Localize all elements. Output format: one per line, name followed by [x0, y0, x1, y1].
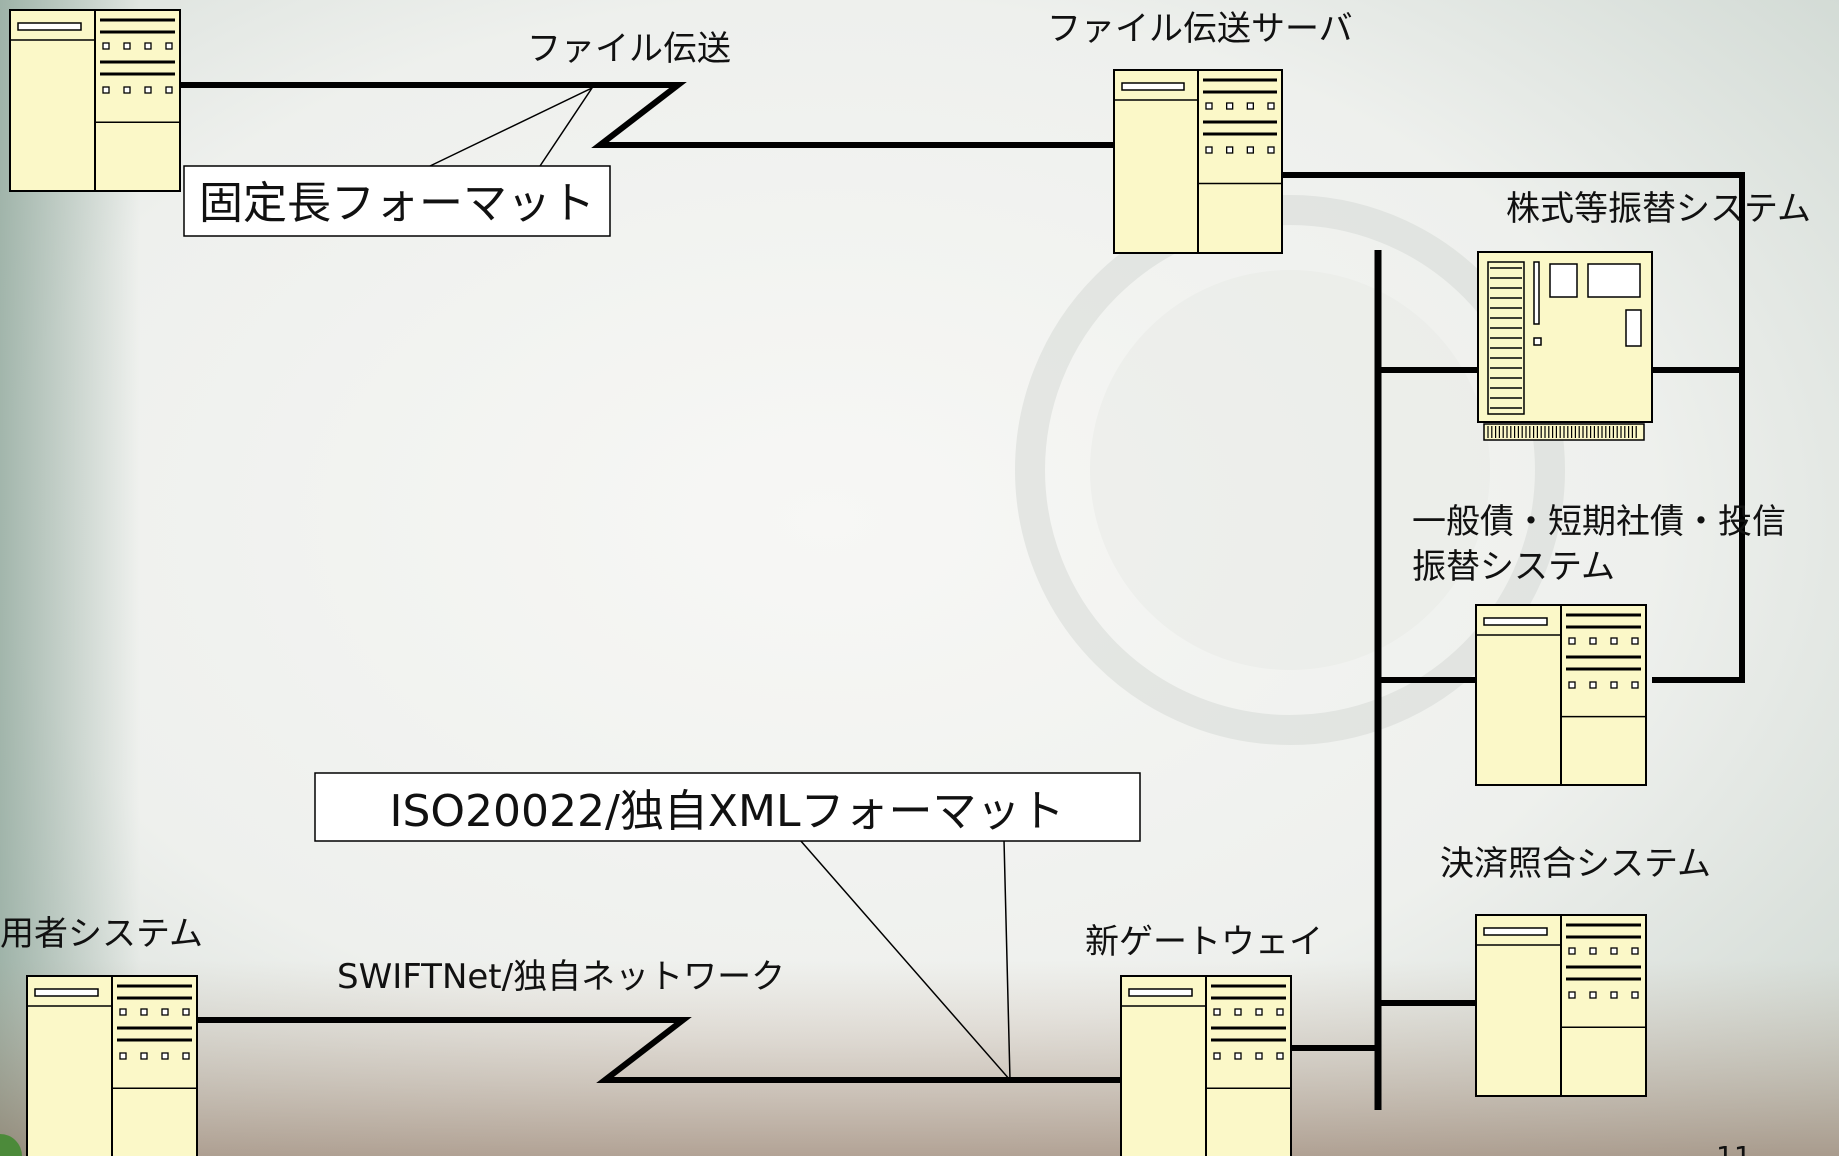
swiftnet-label: SWIFTNet/独自ネットワーク	[337, 957, 785, 997]
fixed-length-format-label: 固定長フォーマット	[199, 178, 595, 229]
fixed-length-callout: 固定長フォーマット	[183, 86, 611, 237]
bonds-system-label-line2: 振替システム	[1412, 547, 1615, 587]
bonds-system-label-line1: 一般債・短期社債・投信	[1412, 502, 1786, 542]
swiftnet-link	[196, 1017, 1121, 1083]
file-transfer-server-label: ファイル伝送サーバ	[1047, 9, 1353, 49]
file-transfer-label: ファイル伝送	[527, 29, 731, 69]
user-system-server	[26, 975, 198, 1156]
settlement-matching-label: 決済照合システム	[1440, 844, 1711, 884]
corner-decoration	[0, 1134, 22, 1156]
labels: ファイル伝送 ファイル伝送サーバ 株式等振替システム 一般債・短期社債・投信 振…	[0, 9, 1811, 1156]
iso-format-label: ISO20022/独自XMLフォーマット	[390, 786, 1065, 837]
equities-system-server	[1477, 251, 1653, 441]
equities-system-label: 株式等振替システム	[1506, 189, 1811, 229]
new-gateway-label: 新ゲートウェイ	[1085, 922, 1323, 962]
file-transfer-server	[1113, 69, 1283, 254]
user-system-top-server	[9, 9, 181, 192]
connection-lines	[180, 82, 1745, 1110]
page-number: 11	[1716, 1140, 1752, 1156]
settlement-matching-server	[1475, 914, 1647, 1097]
server-to-trunk-link	[1282, 172, 1745, 683]
bonds-system-server	[1475, 604, 1647, 786]
new-gateway-server	[1120, 975, 1292, 1156]
user-system-label: 用者システム	[0, 914, 203, 954]
file-transfer-link	[180, 82, 1115, 148]
iso-format-callout: ISO20022/独自XMLフォーマット	[314, 772, 1141, 1083]
